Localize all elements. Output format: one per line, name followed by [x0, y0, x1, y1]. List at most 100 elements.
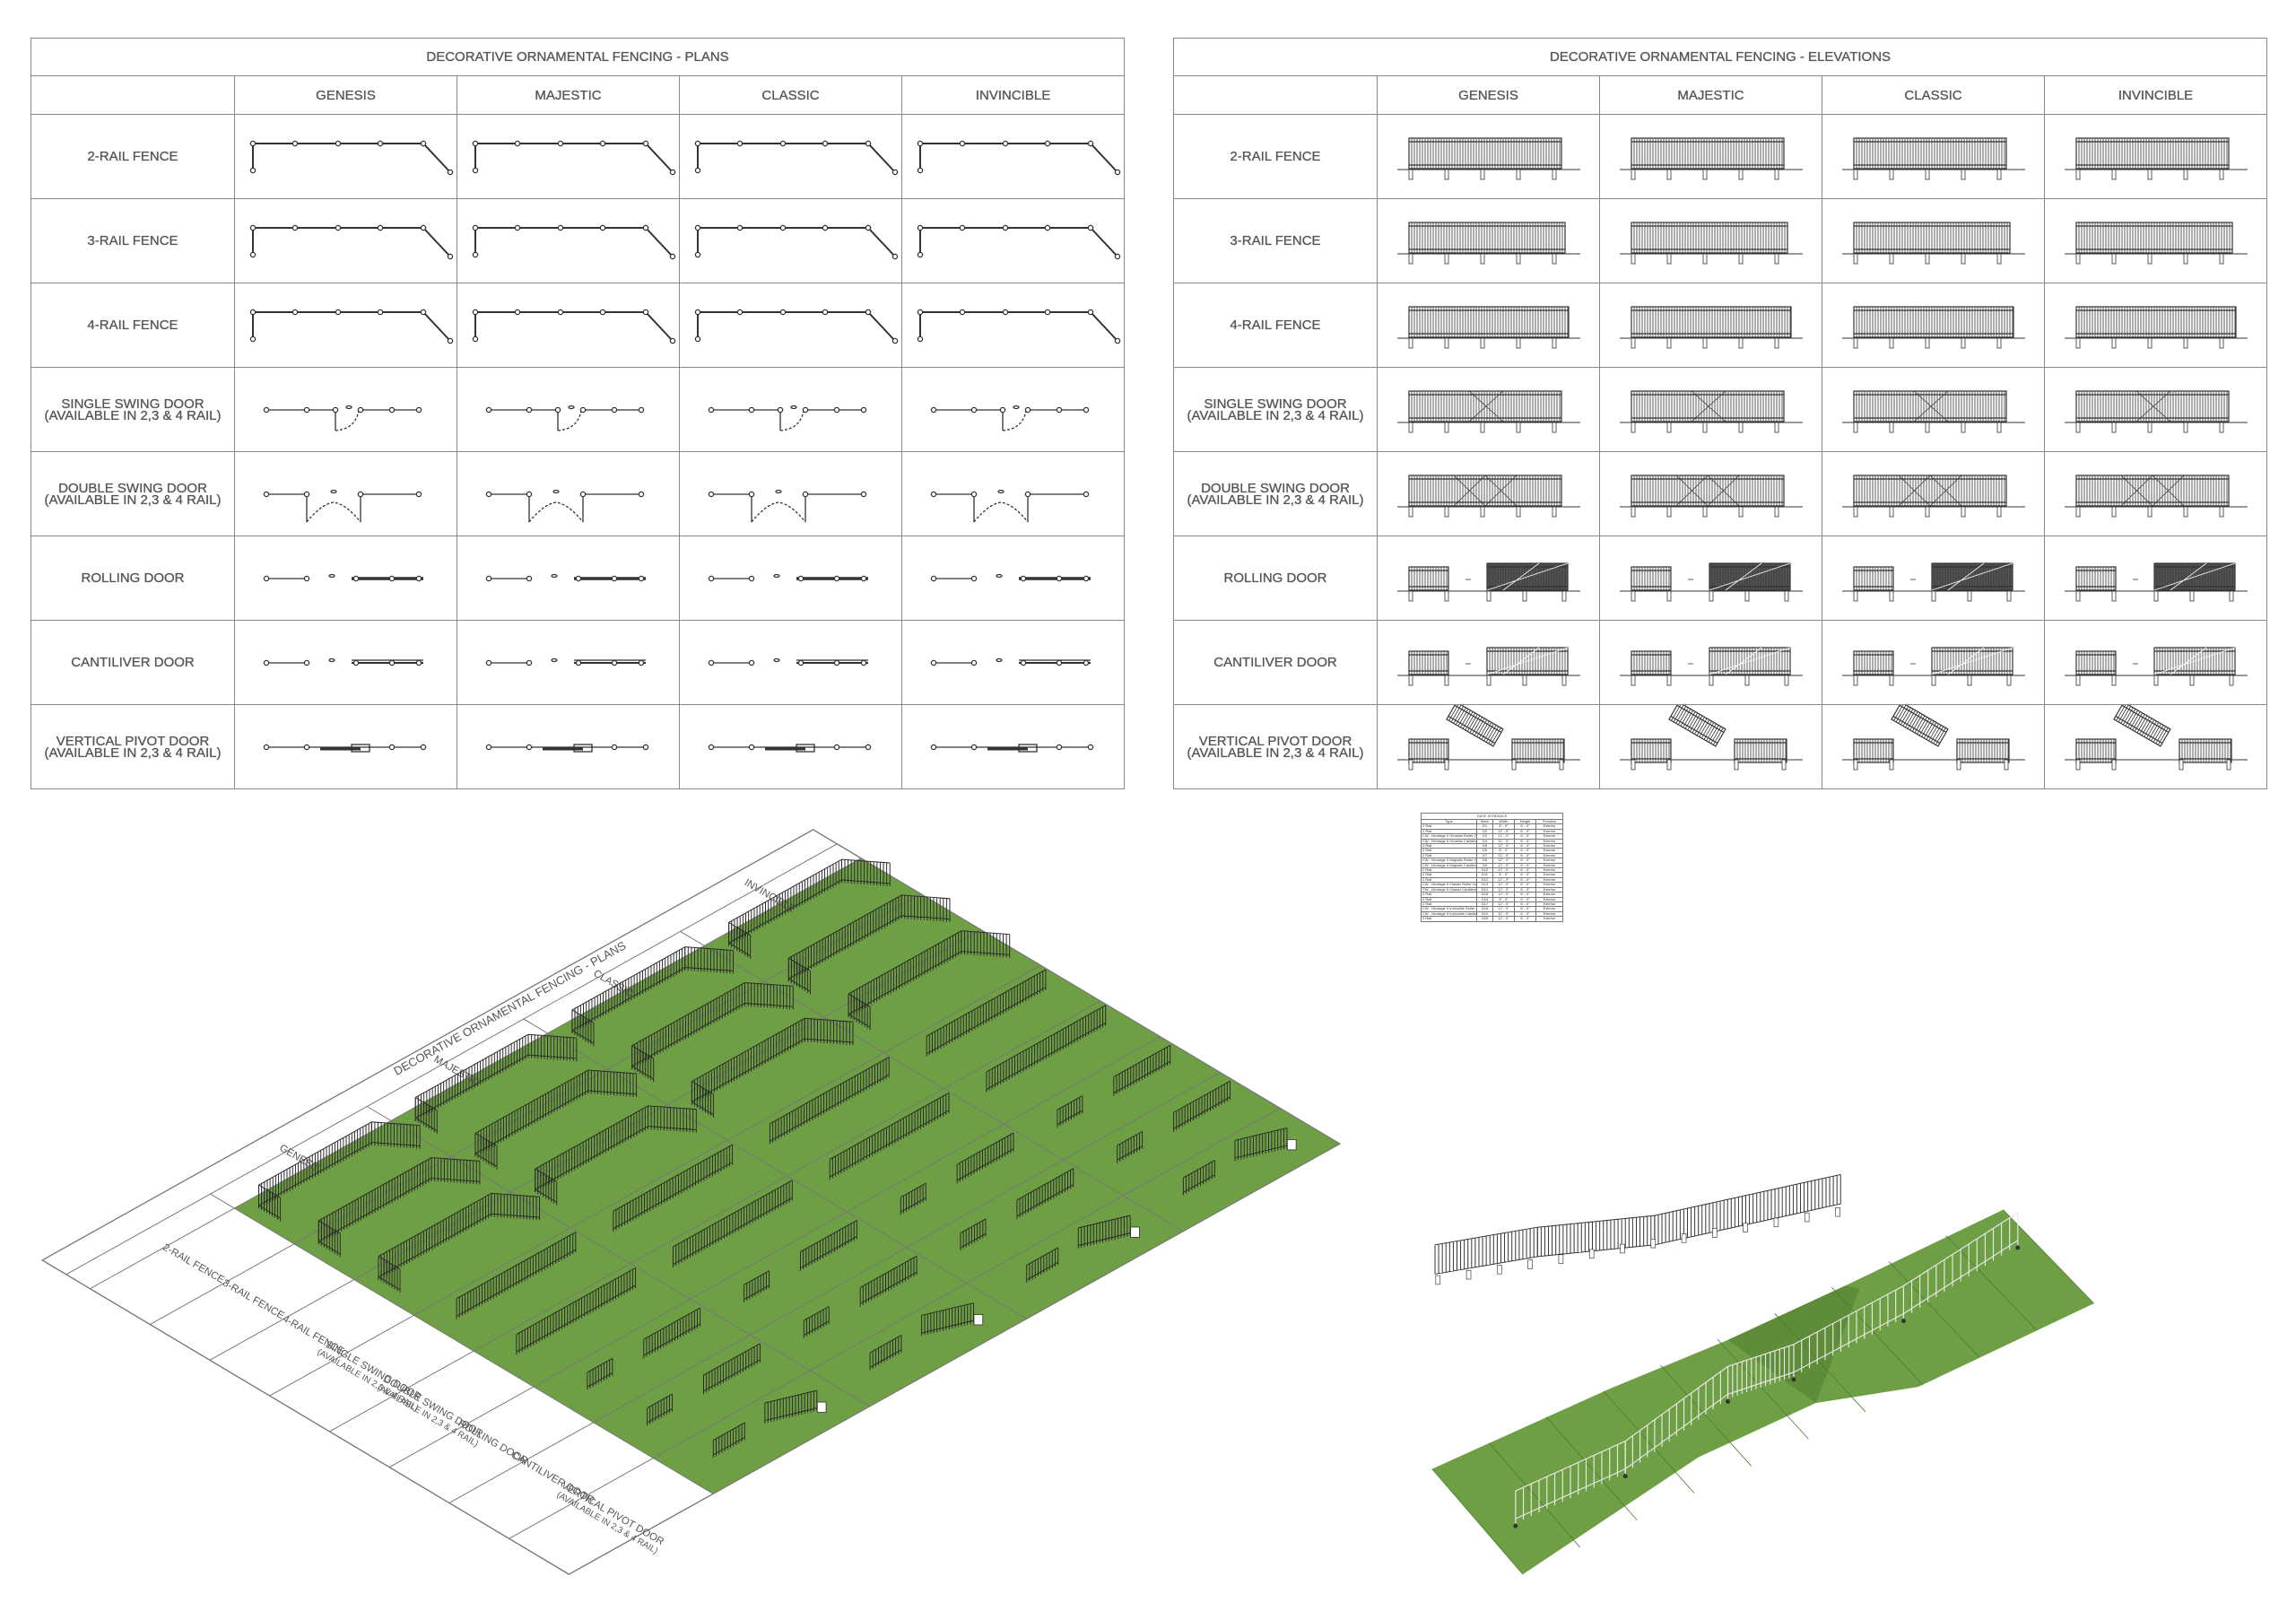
post-marker	[708, 406, 715, 414]
iso-fence-model	[787, 894, 951, 995]
post-marker	[377, 309, 384, 316]
footing	[2147, 506, 2152, 518]
iso-fence-model	[1026, 1215, 1140, 1284]
iso-fence-panel	[527, 1033, 578, 1062]
footing	[1444, 590, 1449, 602]
drawing-cell	[1599, 620, 1822, 705]
row-label-cell: SINGLE SWING DOOR(AVAILABLE IN 2,3 & 4 R…	[30, 367, 235, 452]
plan-symbol-fence	[917, 224, 1121, 260]
table-row: 4-RAIL FENCE	[30, 283, 1126, 368]
elevation-symbol-fence	[1397, 306, 1580, 349]
schedule-cell: Exterior	[1535, 842, 1564, 849]
elevation-footing	[1773, 1217, 1779, 1228]
iso-fence-panel	[961, 930, 1011, 958]
plan-symbol-single	[485, 405, 645, 431]
footing	[1552, 169, 1557, 180]
elevation-drawing	[1842, 222, 2025, 265]
fence-panel	[1408, 222, 1566, 254]
post-marker	[970, 575, 978, 582]
footing	[1516, 253, 1521, 265]
post-marker	[638, 491, 645, 498]
table-title: DECORATIVE ORNAMENTAL FENCING - ELEVATIO…	[1172, 38, 2268, 76]
post-marker	[802, 406, 809, 414]
schedule-cell: CW - Montage II Genesis Cantilever Gate	[1421, 838, 1477, 845]
elevation-drawing	[1620, 137, 1803, 180]
post-marker	[930, 744, 937, 751]
iso-fence-panel	[587, 1069, 638, 1097]
iso-fence-panel	[648, 1105, 697, 1133]
post-marker	[420, 140, 427, 147]
plan-symbol-cantilever	[930, 657, 1091, 666]
elevation-symbol-rolling	[1397, 562, 1580, 602]
footing	[2219, 253, 2224, 265]
fence-line	[474, 143, 674, 173]
drawing-cell	[900, 198, 1126, 283]
iso-fence-model	[414, 1033, 578, 1134]
iso-fence-panel	[848, 930, 962, 1018]
footing	[1709, 675, 1714, 686]
row-label-cell: CANTILIVER DOOR	[30, 620, 235, 705]
post-marker	[708, 491, 715, 498]
iso-fence-panel	[535, 1168, 558, 1206]
column-header: INVINCIBLE	[900, 75, 1126, 115]
drawing-cell	[679, 114, 902, 199]
footing	[1961, 337, 1966, 349]
drawing-cell	[1377, 451, 1600, 536]
iso-fence-model	[728, 858, 891, 959]
plan-drawing	[472, 224, 676, 260]
door-swing-arc	[335, 409, 360, 431]
elevation-symbol-double	[1397, 475, 1580, 518]
footing	[1486, 590, 1492, 602]
plan-drawing	[263, 657, 423, 666]
schedule-cell: 6' - 0"	[1514, 916, 1536, 922]
iso-fence-panel	[378, 1192, 492, 1280]
post-marker	[833, 744, 840, 751]
post-marker	[526, 491, 533, 498]
schedule-cell: 12' - 0"	[1492, 916, 1515, 922]
footing	[1967, 675, 1972, 686]
footing	[1784, 675, 1789, 686]
ramp-joints	[1431, 1209, 2094, 1575]
fence-panel	[1853, 137, 2007, 170]
post-marker	[472, 309, 479, 316]
row-label-cell: 3-RAIL FENCE	[1173, 198, 1378, 283]
iso-fence-panel	[1026, 1247, 1059, 1284]
footing	[1744, 675, 1750, 686]
elevation-symbol-fence	[1620, 222, 1803, 265]
post-marker	[959, 309, 966, 316]
footing	[1738, 169, 1744, 180]
iso-fence-model	[848, 930, 1011, 1031]
schedule-cell: Exterior	[1535, 858, 1564, 864]
elevation-footing	[1804, 1212, 1810, 1223]
footing	[1889, 590, 1894, 602]
post-marker	[669, 169, 676, 176]
plan-drawing	[708, 489, 867, 523]
post-marker	[1087, 140, 1094, 147]
gate-cross	[2135, 390, 2171, 422]
post-marker	[472, 140, 479, 147]
schedule-row: CW - Montage II Classic Cantilever GateD…	[1421, 886, 1564, 893]
ramp-grass	[1431, 1209, 2094, 1575]
elevation-symbol-double	[2065, 475, 2248, 518]
plan-drawing	[472, 140, 676, 176]
iso-fence-panel	[1016, 1168, 1074, 1220]
iso-row-label: SINGLE SWING DOOR	[324, 1339, 423, 1403]
drawing-cell	[2043, 704, 2268, 789]
schedule-cell: 2 Rail	[1421, 916, 1477, 922]
schedule-cell: Exterior	[1535, 886, 1564, 893]
fence-line	[697, 311, 896, 342]
elevation-drawing	[1842, 137, 2025, 180]
table-row: 4-RAIL FENCE	[1173, 283, 2268, 368]
schedule-cell: CW - Montage II Invincible Roller Gate	[1421, 906, 1477, 912]
footing	[2147, 337, 2152, 349]
post-marker	[1056, 575, 1063, 582]
post-marker	[694, 251, 701, 258]
drawing-cell	[2043, 536, 2268, 621]
iso-fence-model	[378, 1192, 541, 1293]
iso-fence-panel	[921, 1302, 975, 1337]
drawing-cell	[1822, 704, 2045, 789]
table-title: DECORATIVE ORNAMENTAL FENCING - PLANS	[30, 38, 1126, 76]
footing	[2006, 590, 2012, 602]
